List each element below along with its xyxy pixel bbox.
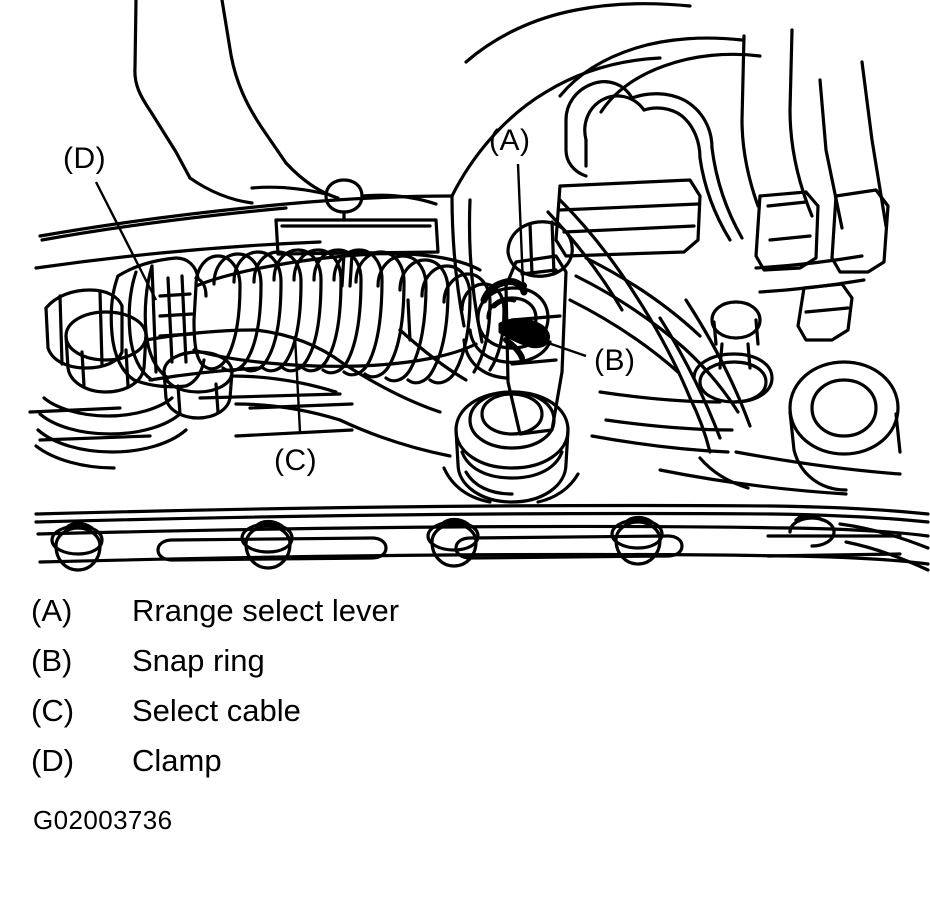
line-art-illustration: (D) (A) (B) (C) bbox=[28, 0, 930, 572]
legend-key-a: (A) bbox=[31, 593, 73, 628]
engine-bay-structure bbox=[28, 0, 930, 572]
callout-d-label: (D) bbox=[63, 142, 106, 175]
callout-group: (D) (A) (B) (C) bbox=[63, 124, 636, 477]
callout-a-label: (A) bbox=[489, 124, 531, 157]
figure-id-code: G02003736 bbox=[33, 805, 173, 835]
callout-a-leader-dot bbox=[519, 282, 527, 290]
transmission-linkage-drawing: (D) (A) (B) (C) bbox=[28, 0, 930, 572]
callout-b-label: (B) bbox=[594, 344, 636, 377]
legend-list: (A) Rrange select lever (B) Snap ring (C… bbox=[0, 586, 930, 786]
legend-key-d: (D) bbox=[31, 743, 75, 778]
callout-a-leader bbox=[516, 163, 525, 285]
legend-item-a: (A) Rrange select lever bbox=[0, 586, 930, 636]
callout-d-leader bbox=[94, 181, 158, 301]
legend-item-b: (B) Snap ring bbox=[0, 636, 930, 686]
legend-key-c: (C) bbox=[31, 693, 75, 728]
legend-text-d: Clamp bbox=[132, 743, 222, 778]
legend-key-b: (B) bbox=[31, 643, 73, 678]
callout-c-label: (C) bbox=[274, 444, 317, 477]
legend-text-c: Select cable bbox=[132, 693, 301, 728]
legend-text-b: Snap ring bbox=[132, 643, 265, 678]
callout-b-leader bbox=[527, 334, 587, 358]
legend-item-d: (D) Clamp bbox=[0, 736, 930, 786]
callout-c-leader bbox=[293, 335, 302, 433]
legend-text-a: Rrange select lever bbox=[132, 593, 400, 628]
legend-item-c: (C) Select cable bbox=[0, 686, 930, 736]
